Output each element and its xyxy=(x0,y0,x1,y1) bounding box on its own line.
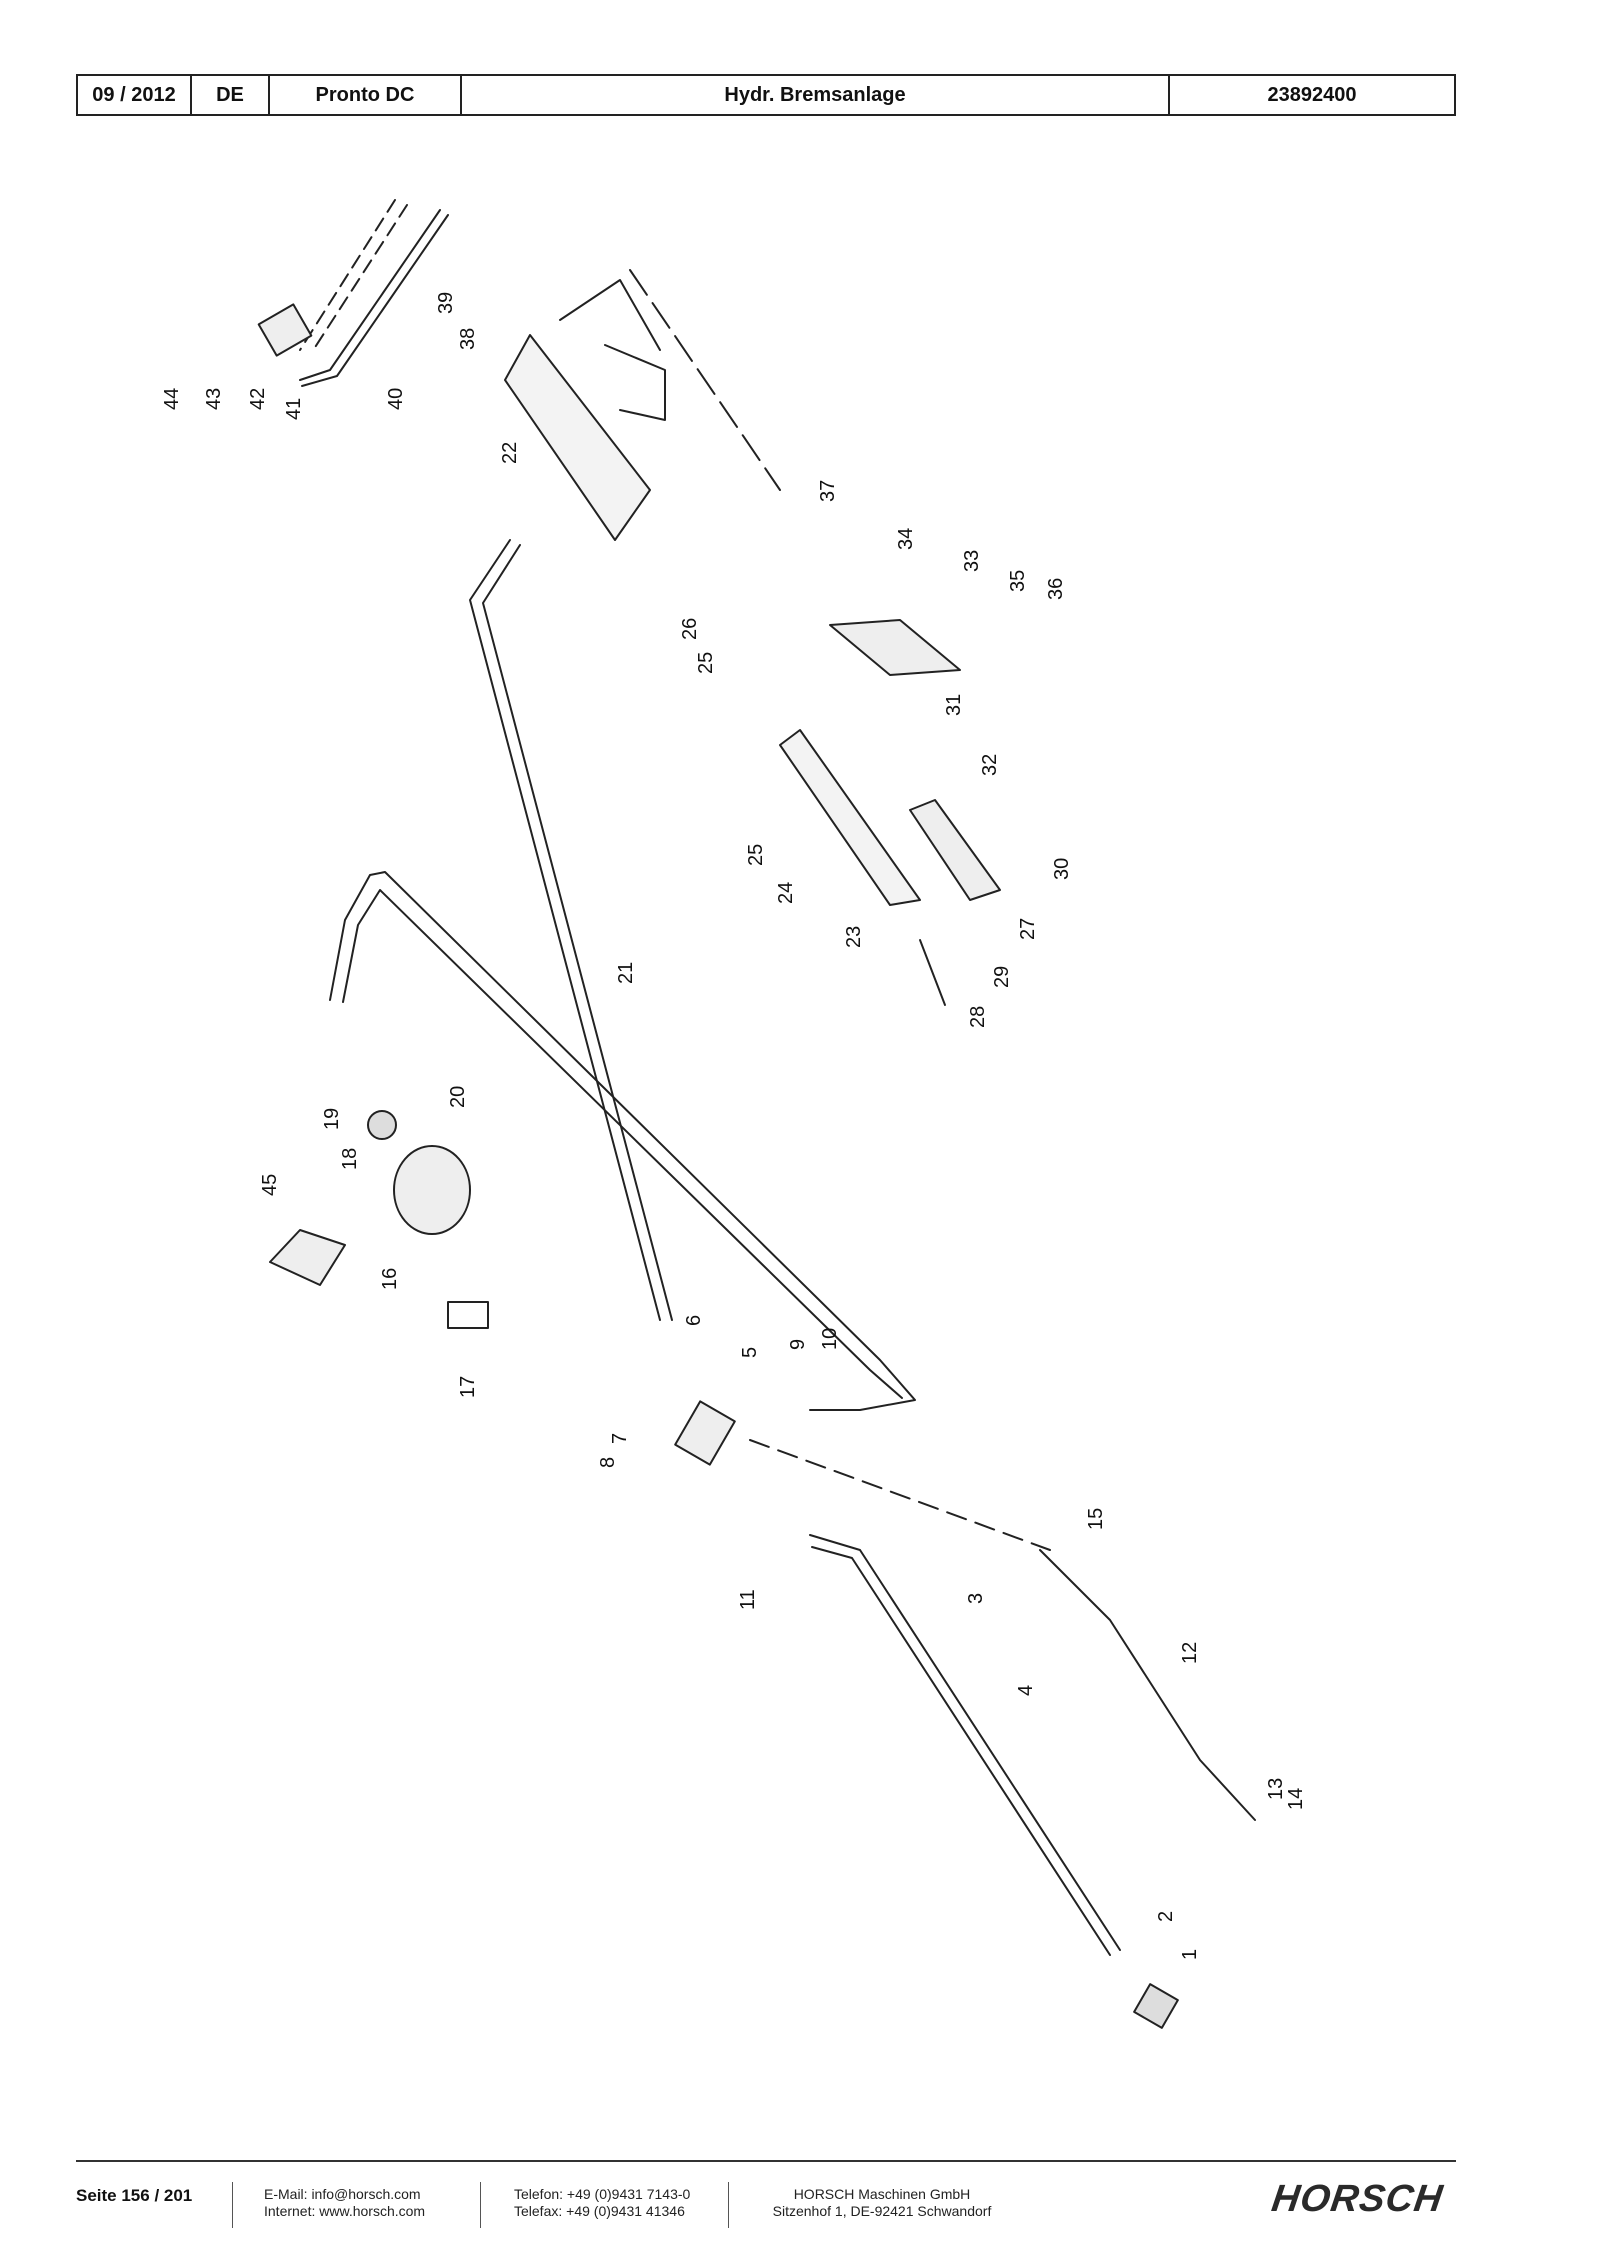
callout-23: 23 xyxy=(843,926,865,948)
footer-phone: Telefon: +49 (0)9431 7143-0 xyxy=(514,2186,691,2202)
header-table: 09 / 2012 DE Pronto DC Hydr. Bremsanlage… xyxy=(76,74,1456,116)
footer-company: HORSCH Maschinen GmbH xyxy=(793,2186,971,2202)
callout-15: 15 xyxy=(1085,1508,1107,1530)
callout-3: 3 xyxy=(965,1593,987,1604)
callout-28: 28 xyxy=(967,1006,989,1028)
callout-31: 31 xyxy=(943,694,965,716)
footer-fax: Telefax: +49 (0)9431 41346 xyxy=(514,2203,685,2219)
callout-45: 45 xyxy=(259,1174,281,1196)
callout-5: 5 xyxy=(739,1347,761,1358)
callout-27: 27 xyxy=(1017,918,1039,940)
callout-2: 2 xyxy=(1155,1911,1177,1922)
callout-29: 29 xyxy=(991,966,1013,988)
callout-6: 6 xyxy=(683,1315,705,1326)
footer-separator xyxy=(728,2182,729,2228)
callout-26: 26 xyxy=(679,618,701,640)
header-date: 09 / 2012 xyxy=(78,76,192,114)
header-title: Hydr. Bremsanlage xyxy=(462,76,1170,114)
callout-7: 7 xyxy=(609,1433,631,1444)
callout-10: 10 xyxy=(819,1328,841,1350)
footer-separator xyxy=(232,2182,233,2228)
callout-22: 22 xyxy=(499,442,521,464)
callout-21: 21 xyxy=(615,962,637,984)
page-number: Seite 156 / 201 xyxy=(76,2186,193,2205)
callout-17: 17 xyxy=(457,1376,479,1398)
callout-30: 30 xyxy=(1051,858,1073,880)
callout-14: 14 xyxy=(1285,1788,1307,1810)
callout-4: 4 xyxy=(1015,1685,1037,1696)
footer-address: Sitzenhof 1, DE-92421 Schwandorf xyxy=(772,2203,992,2219)
callout-18: 18 xyxy=(339,1148,361,1170)
callout-20: 20 xyxy=(447,1086,469,1108)
footer-email: E-Mail: info@horsch.com xyxy=(264,2186,421,2202)
callout-44: 44 xyxy=(161,388,183,410)
callout-25a: 25 xyxy=(745,844,767,866)
callout-33: 33 xyxy=(961,550,983,572)
callout-13: 13 xyxy=(1265,1778,1287,1800)
horsch-logo: HORSCH xyxy=(1269,2178,1446,2220)
callout-16: 16 xyxy=(379,1268,401,1290)
callout-25b: 25 xyxy=(695,652,717,674)
callout-24: 24 xyxy=(775,882,797,904)
callout-37: 37 xyxy=(817,480,839,502)
callout-41: 41 xyxy=(283,398,305,420)
callout-42: 42 xyxy=(247,388,269,410)
header-part-number: 23892400 xyxy=(1267,83,1357,106)
callout-34: 34 xyxy=(895,528,917,550)
callout-1: 1 xyxy=(1179,1949,1201,1960)
footer-separator xyxy=(480,2182,481,2228)
header-machine: Pronto DC xyxy=(270,76,462,114)
callout-39: 39 xyxy=(435,292,457,314)
callout-35: 35 xyxy=(1007,570,1029,592)
footer-internet: Internet: www.horsch.com xyxy=(264,2203,426,2219)
callout-40: 40 xyxy=(385,388,407,410)
callout-11: 11 xyxy=(737,1589,759,1610)
callout-8: 8 xyxy=(597,1457,619,1468)
callout-9: 9 xyxy=(787,1339,809,1350)
callout-19: 19 xyxy=(321,1108,343,1130)
header-language: DE xyxy=(192,76,270,114)
callout-38: 38 xyxy=(457,328,479,350)
callout-36: 36 xyxy=(1045,578,1067,600)
callout-32: 32 xyxy=(979,754,1001,776)
callout-12: 12 xyxy=(1179,1642,1201,1664)
footer-rule xyxy=(76,2160,1456,2162)
callout-43: 43 xyxy=(203,388,225,410)
